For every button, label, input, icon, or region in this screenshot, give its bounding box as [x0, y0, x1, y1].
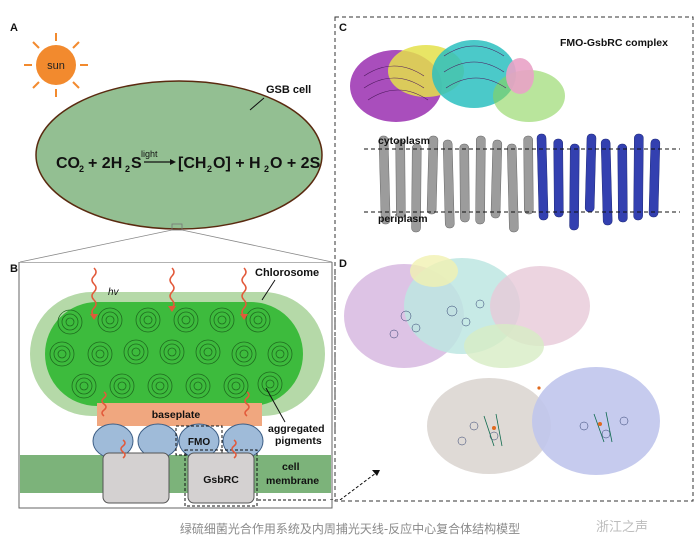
watermark: 浙江之声: [596, 520, 649, 535]
panel-cd-figure: FMO-GsbRC complex cytoplasm periplasm: [334, 16, 694, 502]
cell-membrane: [20, 455, 331, 493]
reaction-arrow-icon: [144, 159, 176, 165]
panel-label-d: D: [339, 258, 347, 270]
fmo-gsbrc-surface-model: [344, 255, 660, 475]
svg-text:2: 2: [125, 164, 130, 174]
svg-text:light: light: [141, 149, 158, 159]
photon-arrowheads: [90, 306, 248, 320]
photon-arrows: [91, 267, 250, 459]
panel-a-figure: sun GSB cell CO 2 + 2H 2 S light [CH 2 O…: [19, 33, 333, 262]
fmo-structure-cartoon: [350, 40, 565, 122]
panel-b-figure: baseplate FMO GsbRC hv Chlorosome aggreg…: [18, 262, 333, 509]
svg-text:[CH: [CH: [178, 155, 206, 172]
svg-text:2: 2: [79, 164, 84, 174]
gsbrc-label: GsbRC: [203, 474, 239, 486]
baseplate: [97, 403, 262, 426]
aggregated-pigment-rings: [49, 307, 293, 399]
gsb-cell-label: GSB cell: [266, 84, 311, 96]
gsbrc-right: [187, 452, 255, 504]
sun-icon: [24, 33, 88, 97]
svg-text:O] + H: O] + H: [213, 155, 261, 172]
panel-label-b: B: [10, 263, 18, 275]
periplasm-label: periplasm: [378, 213, 428, 225]
panel-c-title: FMO-GsbRC complex: [560, 37, 668, 49]
gsb-cell: [35, 80, 323, 230]
svg-text:+ 2H: + 2H: [88, 155, 122, 172]
chlorosome-label: Chlorosome: [255, 267, 319, 279]
cytoplasm-label: cytoplasm: [378, 135, 430, 147]
gsbrc-helices: [378, 133, 661, 233]
svg-text:O + 2S: O + 2S: [270, 155, 321, 172]
gsbrc-left: [102, 452, 170, 504]
hv-label: hv: [108, 287, 120, 298]
photosynthesis-equation: CO 2 + 2H 2 S light [CH 2 O] + H 2 O + 2…: [56, 149, 321, 174]
sun-label: sun: [47, 60, 65, 72]
svg-text:CO: CO: [56, 155, 80, 172]
svg-text:S: S: [131, 155, 142, 172]
cell-membrane-label-2: membrane: [266, 475, 319, 487]
svg-text:2: 2: [264, 164, 269, 174]
panel-label-c: C: [339, 22, 347, 34]
aggregated-pigments-label-2: pigments: [275, 435, 322, 447]
cell-membrane-label-1: cell: [282, 461, 300, 473]
aggregated-pigments-label-1: aggregated: [268, 423, 325, 435]
figure-caption: 绿硫细菌光合作用系统及内周捕光天线-反应中心复合体结构模型: [179, 522, 521, 536]
svg-text:2: 2: [207, 164, 212, 174]
fmo-label: FMO: [188, 437, 210, 448]
baseplate-label: baseplate: [152, 409, 201, 421]
panel-label-a: A: [10, 22, 18, 34]
